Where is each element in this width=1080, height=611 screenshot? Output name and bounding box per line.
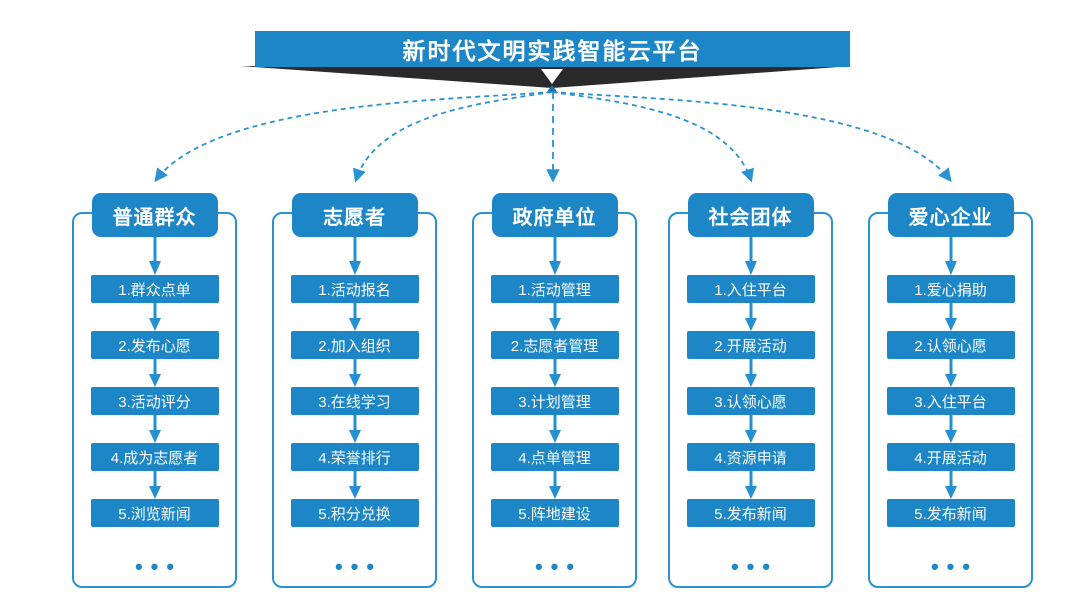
step-item: 5.阵地建设 (490, 499, 619, 527)
connector-to-col-1 (154, 91, 553, 183)
step-item: 3.入住平台 (886, 387, 1015, 415)
flow-arrow-icon (348, 359, 361, 387)
step-item: 1.活动报名 (290, 275, 419, 303)
flow-arrow-icon (148, 415, 161, 443)
funnel-wedge (240, 66, 852, 88)
step-item: 5.发布新闻 (686, 499, 815, 527)
ellipsis: ••• (134, 554, 183, 579)
flow-arrow-icon (944, 237, 957, 275)
ellipsis: ••• (334, 554, 383, 579)
column-header: 志愿者 (291, 193, 418, 237)
ellipsis: ••• (930, 554, 979, 579)
column-header: 爱心企业 (887, 193, 1014, 237)
step-item: 3.在线学习 (290, 387, 419, 415)
flow-arrow-icon (744, 359, 757, 387)
ellipsis: ••• (534, 554, 583, 579)
step-item: 3.活动评分 (90, 387, 219, 415)
platform-banner: 新时代文明实践智能云平台 (255, 31, 850, 67)
step-item: 2.认领心愿 (886, 331, 1015, 359)
step-item: 4.成为志愿者 (90, 443, 219, 471)
column-card-4: 社会团体 1.入住平台 2.开展活动 3.认领心愿 4.资源申请 5.发布新闻 ••• (668, 193, 833, 588)
column-card-3: 政府单位 1.活动管理 2.志愿者管理 3.计划管理 4.点单管理 5.阵地建设 ••• (472, 193, 637, 588)
column-header: 普通群众 (91, 193, 218, 237)
step-item: 2.加入组织 (290, 331, 419, 359)
flow-arrow-icon (944, 359, 957, 387)
column-header: 社会团体 (687, 193, 814, 237)
fan-origin-node (546, 85, 558, 93)
flow-arrow-icon (744, 471, 757, 499)
column-card-5: 爱心企业 1.爱心捐助 2.认领心愿 3.入住平台 4.开展活动 5.发布新闻 ••• (868, 193, 1033, 588)
flow-arrow-icon (548, 303, 561, 331)
column-flow: 1.活动管理 2.志愿者管理 3.计划管理 4.点单管理 5.阵地建设 ••• (474, 237, 635, 579)
step-item: 4.开展活动 (886, 443, 1015, 471)
platform-title: 新时代文明实践智能云平台 (402, 38, 703, 64)
flow-arrow-icon (348, 237, 361, 275)
step-item: 4.资源申请 (686, 443, 815, 471)
column-flow: 1.群众点单 2.发布心愿 3.活动评分 4.成为志愿者 5.浏览新闻 ••• (74, 237, 235, 579)
ellipsis: ••• (730, 554, 779, 579)
column-flow: 1.爱心捐助 2.认领心愿 3.入住平台 4.开展活动 5.发布新闻 ••• (870, 237, 1031, 579)
connector-to-col-2 (352, 91, 553, 183)
flow-arrow-icon (548, 415, 561, 443)
step-item: 2.发布心愿 (90, 331, 219, 359)
step-item: 1.爱心捐助 (886, 275, 1015, 303)
step-item: 5.积分兑换 (290, 499, 419, 527)
flow-arrow-icon (944, 415, 957, 443)
step-item: 1.入住平台 (686, 275, 815, 303)
flow-arrow-icon (148, 303, 161, 331)
flow-arrow-icon (348, 415, 361, 443)
step-item: 4.荣誉排行 (290, 443, 419, 471)
flow-arrow-icon (744, 237, 757, 275)
connector-graphics (154, 66, 952, 183)
flow-arrow-icon (148, 359, 161, 387)
step-item: 1.活动管理 (490, 275, 619, 303)
flow-arrow-icon (148, 471, 161, 499)
step-item: 4.点单管理 (490, 443, 619, 471)
column-card-1: 普通群众 1.群众点单 2.发布心愿 3.活动评分 4.成为志愿者 5.浏览新闻 ••• (72, 193, 237, 588)
connector-to-col-5 (551, 91, 952, 183)
column-header: 政府单位 (491, 193, 618, 237)
flow-arrow-icon (744, 415, 757, 443)
step-item: 2.开展活动 (686, 331, 815, 359)
step-item: 1.群众点单 (90, 275, 219, 303)
flow-arrow-icon (148, 237, 161, 275)
flow-arrow-icon (548, 359, 561, 387)
step-item: 3.认领心愿 (686, 387, 815, 415)
connector-to-col-4 (551, 91, 754, 183)
column-flow: 1.活动报名 2.加入组织 3.在线学习 4.荣誉排行 5.积分兑换 ••• (274, 237, 435, 579)
step-item: 2.志愿者管理 (490, 331, 619, 359)
column-card-2: 志愿者 1.活动报名 2.加入组织 3.在线学习 4.荣誉排行 5.积分兑换 ••• (272, 193, 437, 588)
flow-arrow-icon (944, 303, 957, 331)
flow-arrow-icon (548, 471, 561, 499)
flow-arrow-icon (348, 303, 361, 331)
down-pointer-icon (541, 69, 563, 84)
flow-arrow-icon (348, 471, 361, 499)
step-item: 5.发布新闻 (886, 499, 1015, 527)
column-flow: 1.入住平台 2.开展活动 3.认领心愿 4.资源申请 5.发布新闻 ••• (670, 237, 831, 579)
flow-arrow-icon (744, 303, 757, 331)
flow-arrow-icon (944, 471, 957, 499)
step-item: 3.计划管理 (490, 387, 619, 415)
step-item: 5.浏览新闻 (90, 499, 219, 527)
flow-arrow-icon (548, 237, 561, 275)
